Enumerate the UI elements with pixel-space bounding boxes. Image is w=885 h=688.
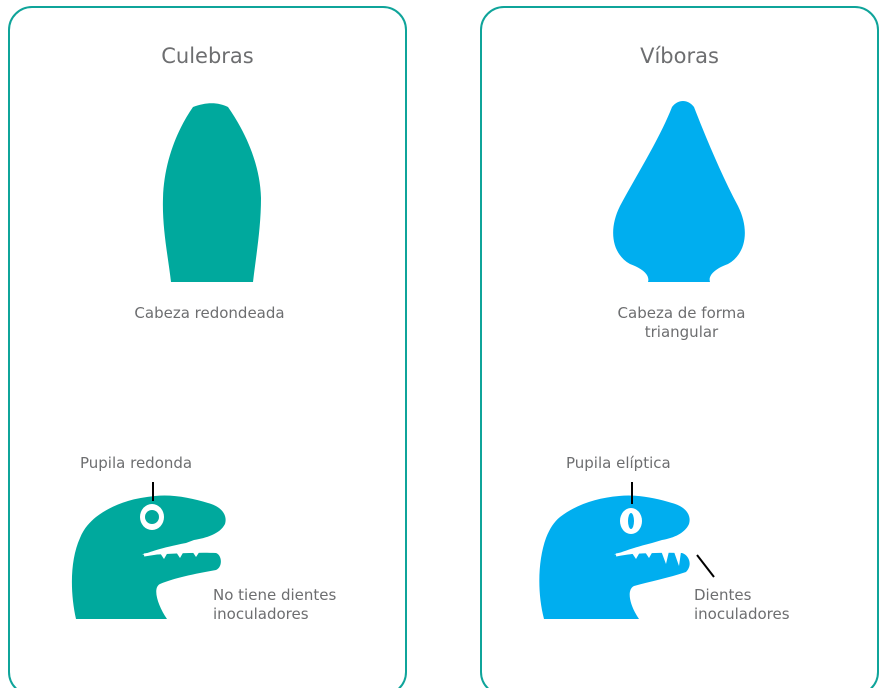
vibora-elliptical-pupil [628,513,634,529]
culebra-round-pupil [145,510,159,524]
viboras-teeth-label-line2: inoculadores [694,605,790,623]
vibora-side-head-silhouette [539,495,690,619]
viboras-teeth-label: Dientes inoculadores [694,586,790,624]
culebras-title: Culebras [161,44,254,68]
culebras-teeth-label-line2: inoculadores [213,605,309,623]
culebras-head-shape-label: Cabeza redondeada [134,304,285,322]
viboras-illustrations [539,101,745,619]
culebras-illustrations [71,103,261,619]
culebras-panel: Culebras Cabeza redondeada Pupila redond… [8,6,407,688]
vibora-fangs [632,545,682,566]
culebras-teeth-label-line1: No tiene dientes [213,586,337,604]
culebra-rounded-head-shape [162,103,261,282]
culebra-side-head-silhouette [71,495,226,619]
viboras-panel: Víboras Cabeza de forma triangular Pupil… [480,6,879,688]
vibora-mouth-line [615,547,677,557]
viboras-title: Víboras [640,44,719,68]
culebras-teeth-label: No tiene dientes inoculadores [213,586,336,624]
viboras-teeth-label-line1: Dientes [694,586,752,604]
viboras-head-shape-label-line1: Cabeza de forma [617,304,746,322]
viboras-head-shape-label: Cabeza de forma triangular [482,304,881,342]
viboras-head-shape-label-line2: triangular [644,323,719,341]
viboras-pupil-label: Pupila elíptica [566,454,671,472]
culebra-small-teeth [160,551,200,559]
culebras-pupil-label: Pupila redonda [80,454,193,472]
culebra-mouth-line [143,549,207,557]
vibora-teeth-pointer [696,554,715,578]
vibora-triangular-head-shape [613,101,745,282]
